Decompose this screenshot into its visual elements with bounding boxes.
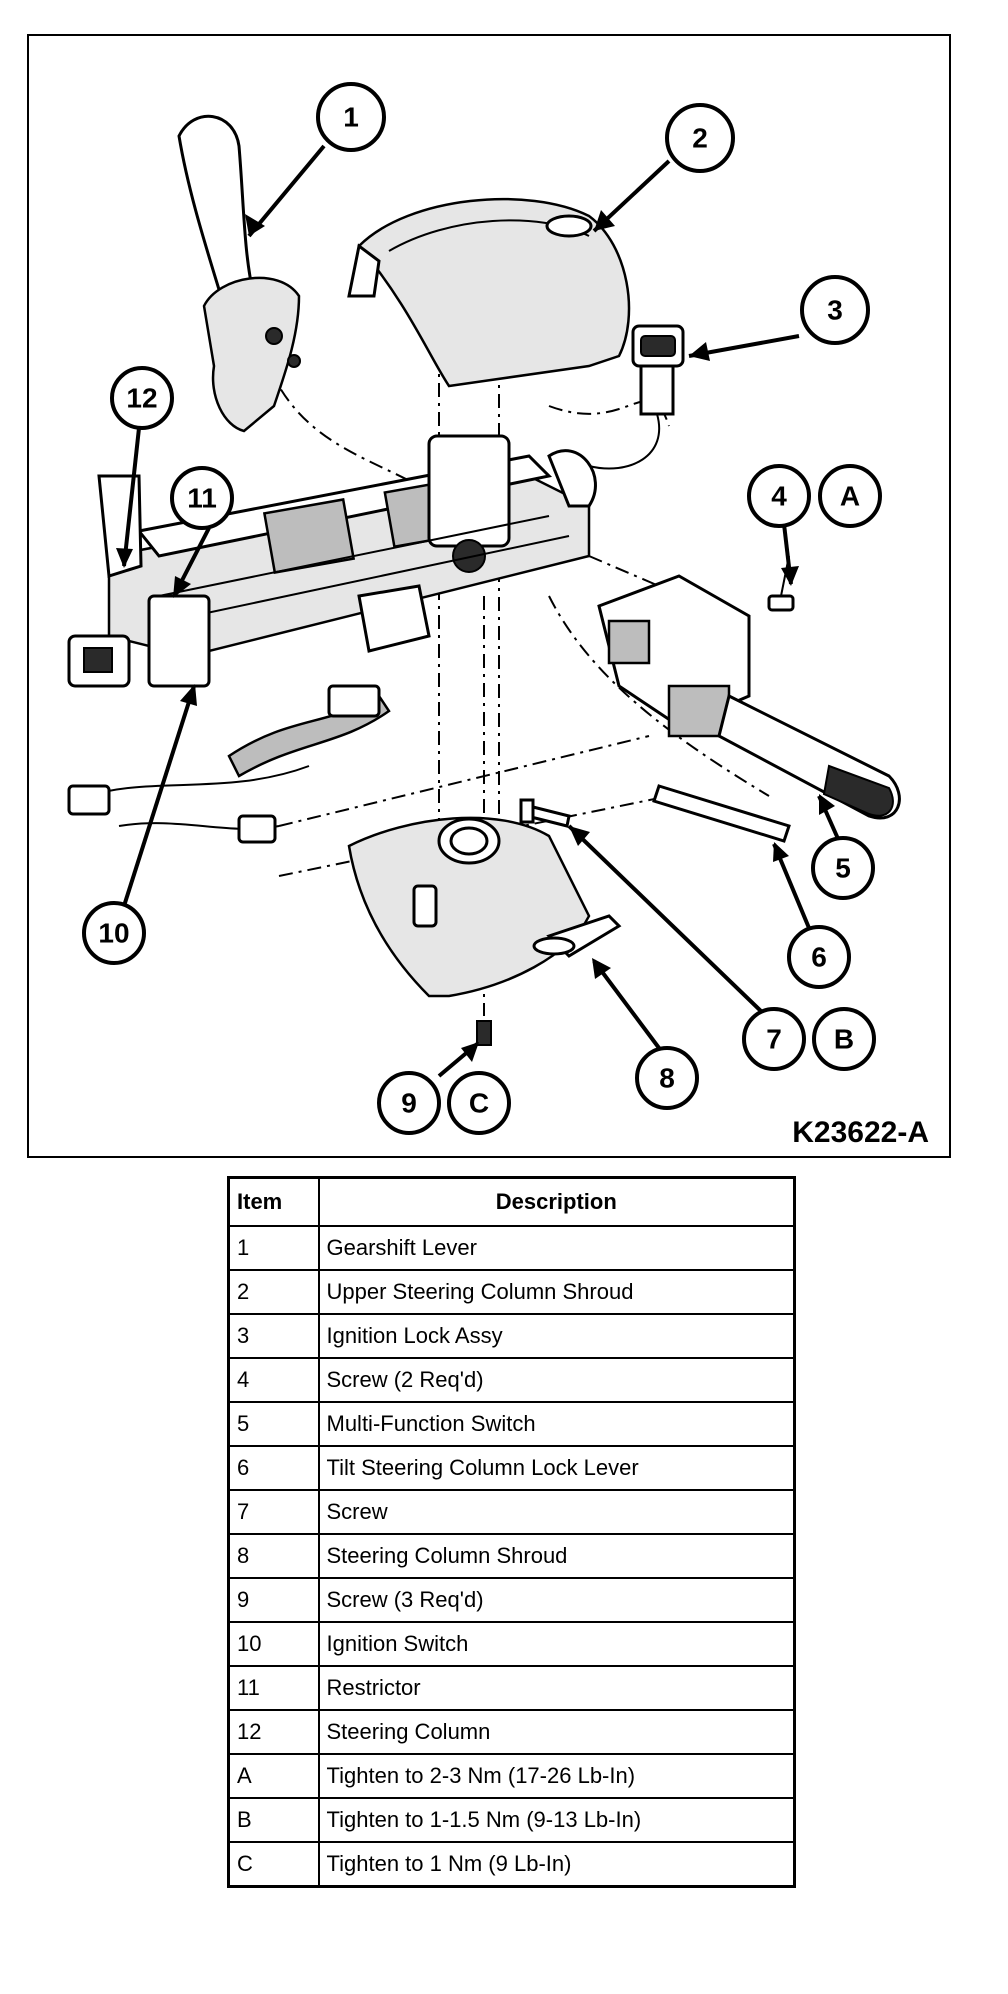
ignition-lock-part: [588, 324, 685, 470]
svg-text:1: 1: [343, 102, 359, 133]
svg-text:C: C: [469, 1088, 489, 1119]
svg-text:3: 3: [827, 295, 843, 326]
svg-text:11: 11: [187, 483, 217, 514]
legend-item-cell: B: [227, 1797, 320, 1843]
legend-item-cell: 12: [227, 1709, 320, 1755]
legend-description-cell: Screw: [317, 1489, 796, 1535]
callout-9: 9: [377, 1071, 441, 1135]
legend-item-cell: 4: [227, 1357, 320, 1403]
tilt-lock-lever-part: [652, 784, 791, 843]
legend-item-cell: 2: [227, 1269, 320, 1315]
svg-text:7: 7: [766, 1024, 782, 1055]
callout-5: 5: [811, 836, 875, 900]
legend-description-cell: Upper Steering Column Shroud: [317, 1269, 796, 1315]
screw-7-part: [519, 798, 571, 828]
legend-description-cell: Ignition Lock Assy: [317, 1313, 796, 1359]
legend-header-row: Item Description: [227, 1176, 796, 1227]
callouts: 1 2 3 4 A: [82, 82, 882, 1135]
callout-c: C: [447, 1071, 511, 1135]
callout-3: 3: [800, 275, 870, 345]
svg-text:5: 5: [835, 853, 851, 884]
svg-text:10: 10: [98, 918, 129, 949]
svg-text:2: 2: [692, 123, 708, 154]
callout-b: B: [812, 1007, 876, 1071]
svg-text:4: 4: [771, 481, 787, 512]
legend-item-cell: 11: [227, 1665, 320, 1711]
callout-2: 2: [665, 103, 735, 173]
svg-text:9: 9: [401, 1088, 417, 1119]
wiring-harness-part: [67, 684, 391, 844]
legend-description-cell: Ignition Switch: [317, 1621, 796, 1667]
callout-1: 1: [316, 82, 386, 152]
legend-item-cell: 1: [227, 1225, 320, 1271]
steering-column-body-part: [67, 434, 597, 688]
legend-description-cell: Screw (3 Req'd): [317, 1577, 796, 1623]
legend-item-cell: 8: [227, 1533, 320, 1579]
legend-item-cell: 6: [227, 1445, 320, 1491]
svg-text:A: A: [840, 481, 860, 512]
legend-item-cell: 10: [227, 1621, 320, 1667]
callout-12: 12: [110, 366, 174, 430]
legend-item-cell: 3: [227, 1313, 320, 1359]
callout-a: A: [818, 464, 882, 528]
callout-10: 10: [82, 901, 146, 965]
legend-header-description: Description: [317, 1176, 796, 1227]
legend-description-cell: Tighten to 1 Nm (9 Lb-In): [317, 1841, 796, 1888]
multi-function-switch-part: [597, 574, 901, 820]
legend-item-cell: 5: [227, 1401, 320, 1447]
svg-text:6: 6: [811, 942, 827, 973]
gearshift-lever-part: [177, 114, 301, 433]
legend-description-cell: Multi-Function Switch: [317, 1401, 796, 1447]
legend-item-cell: 7: [227, 1489, 320, 1535]
lower-shroud-part: [347, 816, 622, 998]
svg-text:12: 12: [126, 383, 157, 414]
screw-9-part: [476, 1020, 492, 1046]
svg-text:8: 8: [659, 1063, 675, 1094]
legend-description-cell: Restrictor: [317, 1665, 796, 1711]
legend-header-item: Item: [227, 1176, 320, 1227]
steering-column-exploded-diagram: 1 2 3 4 A: [67, 82, 929, 1149]
legend-item-cell: 9: [227, 1577, 320, 1623]
legend-description-cell: Tighten to 2-3 Nm (17-26 Lb-In): [317, 1753, 796, 1799]
legend-description-cell: Steering Column Shroud: [317, 1533, 796, 1579]
upper-shroud-part: [347, 197, 631, 388]
legend-description-cell: Tilt Steering Column Lock Lever: [317, 1445, 796, 1491]
legend-item-cell: C: [227, 1841, 320, 1888]
legend-description-cell: Steering Column: [317, 1709, 796, 1755]
figure-code: K23622-A: [792, 1116, 929, 1149]
legend-item-cell: A: [227, 1753, 320, 1799]
callout-7: 7: [742, 1007, 806, 1071]
legend-description-cell: Screw (2 Req'd): [317, 1357, 796, 1403]
callout-8: 8: [635, 1046, 699, 1110]
svg-text:B: B: [834, 1024, 854, 1055]
callout-4: 4: [747, 464, 811, 528]
legend-description-cell: Gearshift Lever: [317, 1225, 796, 1271]
callout-11: 11: [170, 466, 234, 530]
exploded-view-figure: 1 2 3 4 A: [27, 34, 951, 1158]
callout-6: 6: [787, 925, 851, 989]
legend-description-cell: Tighten to 1-1.5 Nm (9-13 Lb-In): [317, 1797, 796, 1843]
